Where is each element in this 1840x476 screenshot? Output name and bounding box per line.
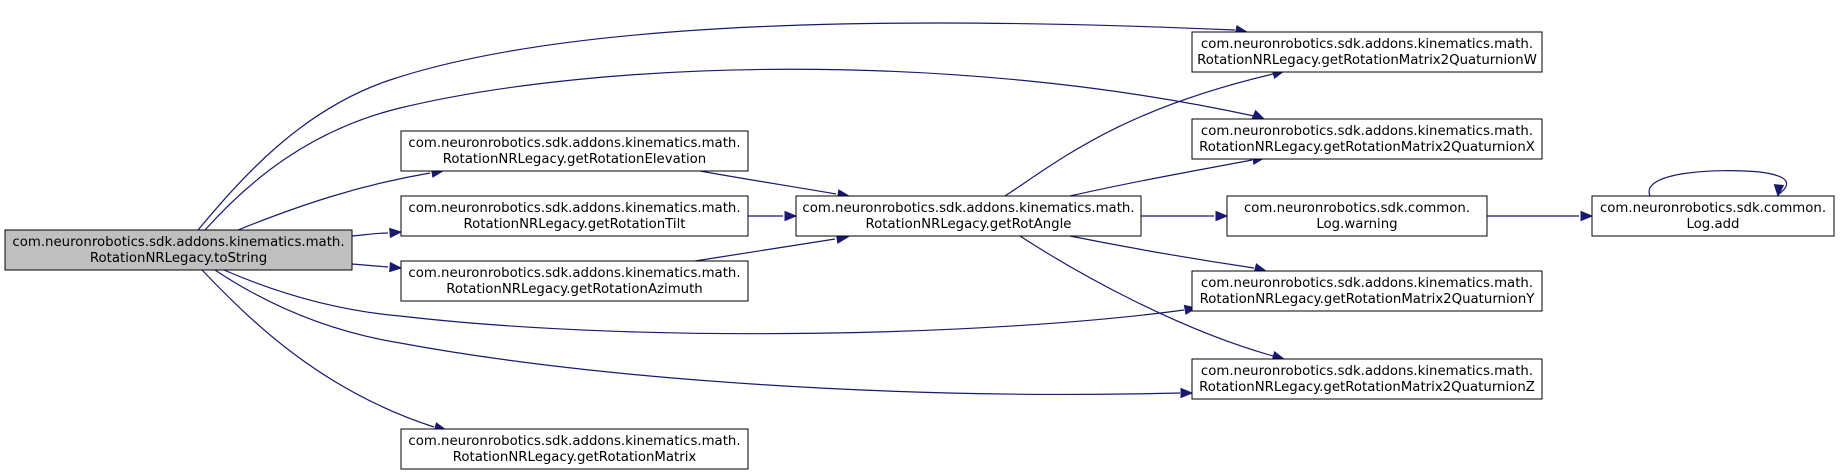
node-label-line1: com.neuronrobotics.sdk.addons.kinematics… xyxy=(1201,364,1533,379)
node-label-line1: com.neuronrobotics.sdk.addons.kinematics… xyxy=(802,201,1134,216)
edge-line xyxy=(1069,159,1253,197)
edge-warning-to-add xyxy=(1486,210,1594,222)
edge-line xyxy=(1004,73,1274,197)
edge-line xyxy=(1019,235,1274,357)
node-box[interactable] xyxy=(1191,31,1543,73)
arrowhead-icon xyxy=(1580,210,1594,222)
node-label-line2: RotationNRLegacy.getRotationAzimuth xyxy=(446,282,702,297)
node-label-line2: RotationNRLegacy.getRotationMatrix2Quatu… xyxy=(1200,292,1536,307)
edge-line xyxy=(197,22,1236,231)
arrowhead-icon xyxy=(1215,210,1229,222)
arrowhead-icon xyxy=(389,261,403,273)
node-box[interactable] xyxy=(400,130,749,172)
edges-layer xyxy=(197,22,1788,433)
arrowhead-icon xyxy=(784,210,798,222)
node-quatY[interactable]: com.neuronrobotics.sdk.addons.kinematics… xyxy=(1191,270,1543,312)
node-label-line1: com.neuronrobotics.sdk.addons.kinematics… xyxy=(1201,276,1533,291)
edge-getRotAngle-to-quatX xyxy=(1069,154,1266,197)
node-box[interactable] xyxy=(4,229,353,271)
edge-add-to-add xyxy=(1648,170,1788,198)
node-box[interactable] xyxy=(400,428,749,470)
arrowhead-icon xyxy=(1180,387,1194,399)
arrowhead-icon xyxy=(389,227,403,239)
node-getRotationTilt[interactable]: com.neuronrobotics.sdk.addons.kinematics… xyxy=(400,195,749,237)
node-getRotAngle[interactable]: com.neuronrobotics.sdk.addons.kinematics… xyxy=(795,195,1142,237)
nodes-layer: com.neuronrobotics.sdk.addons.kinematics… xyxy=(4,31,1835,470)
node-box[interactable] xyxy=(400,195,749,237)
node-quatZ[interactable]: com.neuronrobotics.sdk.addons.kinematics… xyxy=(1191,358,1543,400)
node-label-line1: com.neuronrobotics.sdk.addons.kinematics… xyxy=(408,266,740,281)
node-label-line2: Log.warning xyxy=(1316,217,1397,232)
edge-getRotAngle-to-quatZ xyxy=(1019,235,1286,361)
node-add[interactable]: com.neuronrobotics.sdk.common.Log.add xyxy=(1591,195,1835,237)
node-label-line2: RotationNRLegacy.toString xyxy=(90,251,267,266)
node-label-line2: RotationNRLegacy.getRotationElevation xyxy=(443,152,706,167)
edge-line xyxy=(694,238,836,262)
node-box[interactable] xyxy=(1191,118,1543,160)
node-box[interactable] xyxy=(1591,195,1835,237)
edge-line xyxy=(223,269,1185,335)
node-box[interactable] xyxy=(795,195,1142,237)
edge-line xyxy=(699,170,837,195)
node-label-line2: RotationNRLegacy.getRotationMatrix2Quatu… xyxy=(1199,140,1535,155)
node-label-line2: RotationNRLegacy.getRotationMatrix2Quatu… xyxy=(1197,53,1537,68)
node-label-line2: RotationNRLegacy.getRotationMatrix xyxy=(453,450,697,465)
node-box[interactable] xyxy=(1191,270,1543,312)
node-label-line1: com.neuronrobotics.sdk.common. xyxy=(1244,201,1470,216)
node-label-line1: com.neuronrobotics.sdk.addons.kinematics… xyxy=(1201,124,1533,139)
edge-line xyxy=(1069,235,1255,269)
node-label-line2: RotationNRLegacy.getRotationMatrix2Quatu… xyxy=(1199,380,1535,395)
node-label-line1: com.neuronrobotics.sdk.addons.kinematics… xyxy=(12,235,344,250)
node-box[interactable] xyxy=(1191,358,1543,400)
edge-line xyxy=(214,269,1181,395)
edge-getRotationElevation-to-getRotAngle xyxy=(699,170,851,200)
node-warning[interactable]: com.neuronrobotics.sdk.common.Log.warnin… xyxy=(1226,195,1488,237)
node-label-line1: com.neuronrobotics.sdk.addons.kinematics… xyxy=(1201,37,1533,52)
node-label-line1: com.neuronrobotics.sdk.addons.kinematics… xyxy=(408,201,740,216)
edge-toString-to-getRotationAzimuth xyxy=(351,261,403,273)
edge-line xyxy=(351,232,389,237)
edge-getRotAngle-to-quatY xyxy=(1069,235,1268,274)
node-label-line2: RotationNRLegacy.getRotAngle xyxy=(866,217,1072,232)
node-label-line1: com.neuronrobotics.sdk.addons.kinematics… xyxy=(408,434,740,449)
node-label-line1: com.neuronrobotics.sdk.addons.kinematics… xyxy=(408,136,740,151)
edge-toString-to-getRotationTilt xyxy=(351,227,403,239)
arrowhead-icon xyxy=(1251,109,1266,120)
edge-toString-to-quatZ xyxy=(214,269,1194,399)
edge-getRotationAzimuth-to-getRotAngle xyxy=(694,233,850,262)
edge-toString-to-quatX xyxy=(204,68,1266,231)
node-getRotationElevation[interactable]: com.neuronrobotics.sdk.addons.kinematics… xyxy=(400,130,749,172)
node-quatW[interactable]: com.neuronrobotics.sdk.addons.kinematics… xyxy=(1191,31,1543,73)
node-label-line2: RotationNRLegacy.getRotationTilt xyxy=(463,217,685,232)
node-getRotationMatrix[interactable]: com.neuronrobotics.sdk.addons.kinematics… xyxy=(400,428,749,470)
edge-getRotAngle-to-warning xyxy=(1140,210,1229,222)
node-box[interactable] xyxy=(1226,195,1488,237)
node-label-line1: com.neuronrobotics.sdk.common. xyxy=(1600,201,1826,216)
edge-line xyxy=(201,269,435,428)
node-label-line2: Log.add xyxy=(1686,217,1739,232)
node-quatX[interactable]: com.neuronrobotics.sdk.addons.kinematics… xyxy=(1191,118,1543,160)
node-toString[interactable]: com.neuronrobotics.sdk.addons.kinematics… xyxy=(4,229,353,271)
edge-line xyxy=(204,68,1255,231)
arrowhead-icon xyxy=(1773,184,1785,198)
edge-line xyxy=(1648,170,1788,197)
node-getRotationAzimuth[interactable]: com.neuronrobotics.sdk.addons.kinematics… xyxy=(400,260,749,302)
node-box[interactable] xyxy=(400,260,749,302)
edge-line xyxy=(237,172,431,231)
edge-line xyxy=(351,263,389,268)
edge-getRotationTilt-to-getRotAngle xyxy=(747,210,798,222)
